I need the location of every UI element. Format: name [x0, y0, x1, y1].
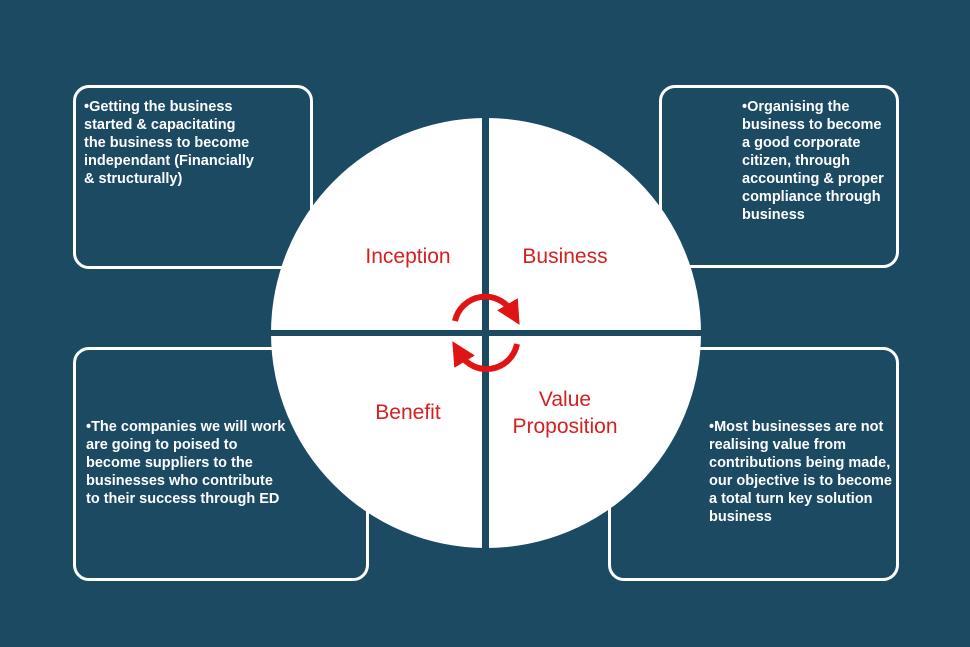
quadrant-business: Business — [522, 245, 607, 268]
value-proposition-description: •Most businesses are not realising value… — [709, 419, 892, 525]
quadrant-value-line2: Proposition — [512, 415, 617, 438]
horizontal-divider — [260, 330, 710, 336]
quadrant-value-line1: Value — [539, 388, 591, 411]
business-description: •Organising the business to become a goo… — [742, 99, 884, 223]
inception-description-box: •Getting the business started & capacita… — [73, 85, 313, 269]
benefit-description: •The companies we will work are going to… — [86, 419, 286, 507]
quadrant-benefit: Benefit — [375, 401, 441, 424]
business-description-box: •Organising the business to become a goo… — [659, 85, 899, 268]
quadrant-inception: Inception — [365, 245, 450, 268]
cycle-arrows-icon — [452, 293, 520, 373]
inception-description: •Getting the business started & capacita… — [84, 99, 254, 187]
